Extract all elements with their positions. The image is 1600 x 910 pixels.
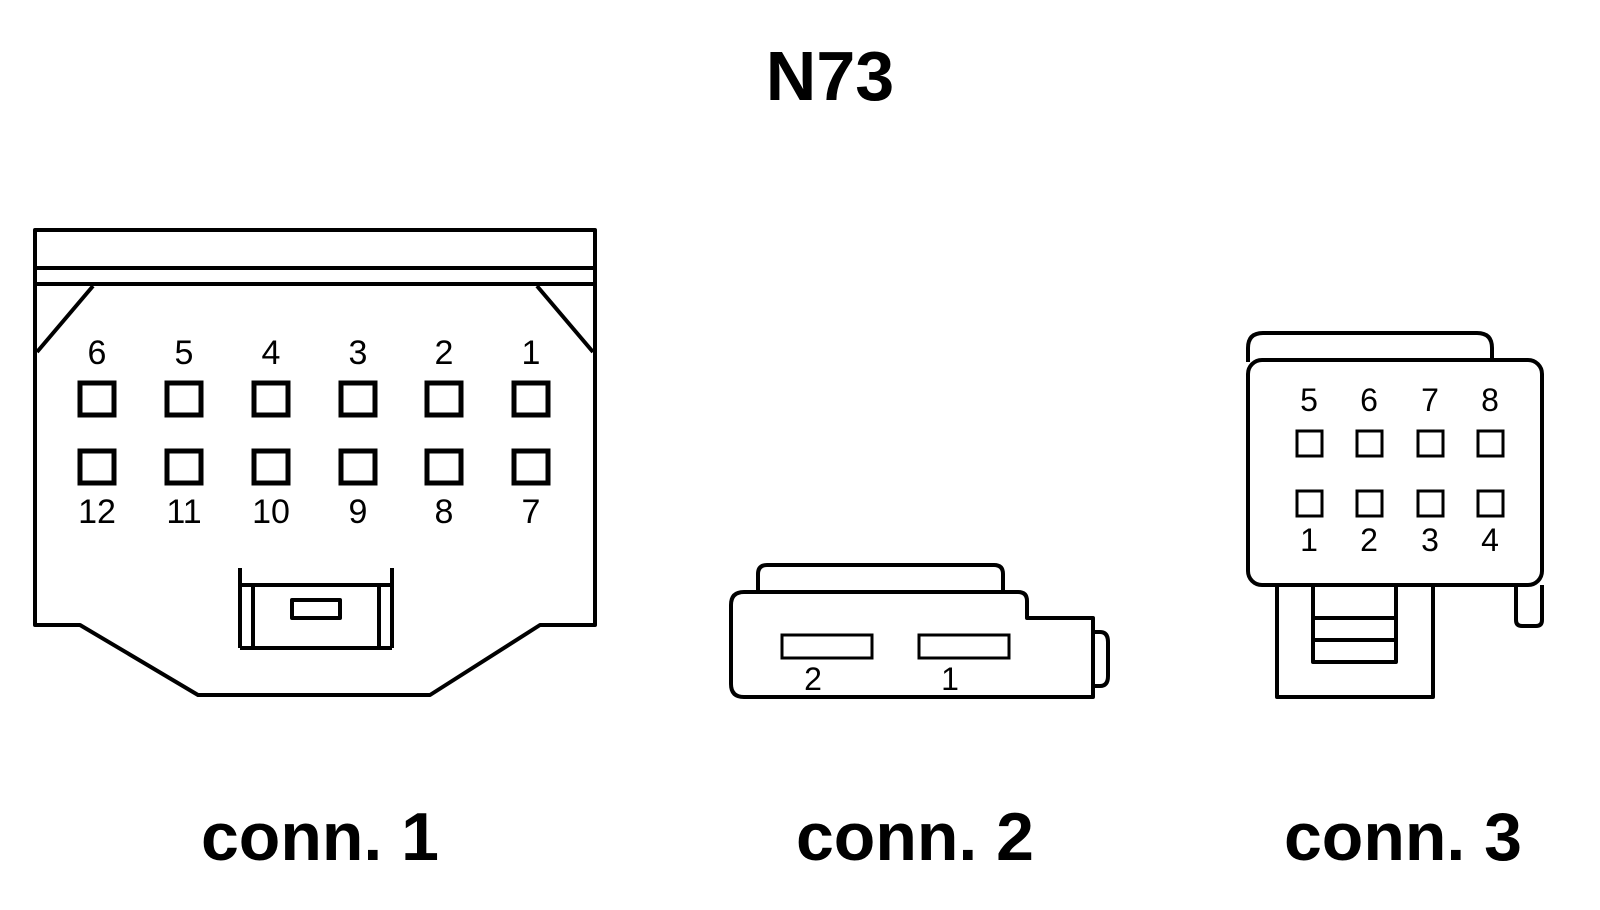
connector-2-cap bbox=[756, 563, 1005, 592]
connector-1-latch-body bbox=[240, 583, 392, 650]
pin-socket bbox=[511, 448, 551, 486]
connector-3-pins: 5 6 7 8 1 2 3 4 bbox=[1295, 382, 1505, 558]
pin-socket bbox=[780, 633, 874, 660]
connector-1-pins: 6 5 4 3 2 1 12 11 10 9 8 7 bbox=[77, 334, 551, 531]
pin-socket bbox=[1416, 489, 1445, 518]
pin-number: 10 bbox=[252, 493, 290, 531]
pin-socket bbox=[424, 380, 464, 418]
pin-number: 3 bbox=[1421, 522, 1439, 558]
pin-socket bbox=[917, 633, 1011, 660]
pin-socket bbox=[424, 448, 464, 486]
pin-number: 7 bbox=[522, 493, 541, 531]
connector-1-chamfer-left bbox=[35, 284, 95, 354]
pin-number: 8 bbox=[435, 493, 454, 531]
pin-socket bbox=[1476, 489, 1505, 518]
pin-socket bbox=[1355, 489, 1384, 518]
connector-3-label: conn. 3 bbox=[1284, 799, 1522, 875]
pin-socket bbox=[1295, 429, 1324, 458]
pin-socket bbox=[164, 380, 204, 418]
connector-1-label: conn. 1 bbox=[201, 799, 439, 875]
pin-number: 6 bbox=[1360, 382, 1378, 418]
pin-socket bbox=[251, 448, 291, 486]
pin-socket bbox=[1355, 429, 1384, 458]
connector-1: 6 5 4 3 2 1 12 11 10 9 8 7 conn. 1 bbox=[33, 228, 597, 875]
connector-1-latch-slot bbox=[290, 598, 342, 620]
pin-number: 4 bbox=[262, 334, 281, 372]
pin-socket bbox=[1476, 429, 1505, 458]
pin-number: 8 bbox=[1481, 382, 1499, 418]
connector-3-stem-latch bbox=[1311, 585, 1398, 664]
diagram-title: N73 bbox=[766, 37, 894, 115]
pin-socket bbox=[1295, 489, 1324, 518]
connector-3-release-arm bbox=[1514, 585, 1544, 628]
pin-number: 1 bbox=[941, 661, 959, 697]
pin-socket bbox=[251, 380, 291, 418]
connector-3: 5 6 7 8 1 2 3 4 conn. 3 bbox=[1246, 331, 1544, 875]
pin-socket bbox=[164, 448, 204, 486]
pin-number: 7 bbox=[1421, 382, 1439, 418]
pin-number: 2 bbox=[435, 334, 454, 372]
connector-2-label: conn. 2 bbox=[796, 799, 1034, 875]
pin-number: 3 bbox=[349, 334, 368, 372]
connector-1-chamfer-right bbox=[535, 284, 595, 354]
pin-number: 2 bbox=[1360, 522, 1378, 558]
pin-number: 11 bbox=[166, 493, 201, 531]
pin-socket bbox=[511, 380, 551, 418]
pin-socket bbox=[338, 380, 378, 418]
pin-number: 1 bbox=[1300, 522, 1318, 558]
pin-number: 6 bbox=[88, 334, 107, 372]
connector-3-stem bbox=[1275, 585, 1435, 699]
pin-socket bbox=[77, 448, 117, 486]
pin-number: 12 bbox=[78, 493, 116, 531]
pin-socket bbox=[77, 380, 117, 418]
pin-number: 5 bbox=[175, 334, 194, 372]
pin-number: 9 bbox=[349, 493, 368, 531]
pin-socket bbox=[1416, 429, 1445, 458]
pin-number: 1 bbox=[522, 334, 541, 372]
connector-3-back-plate bbox=[1246, 331, 1494, 362]
connector-2-side-tab bbox=[1093, 630, 1110, 688]
connector-1-housing bbox=[33, 228, 597, 697]
pin-number: 2 bbox=[804, 661, 822, 697]
pin-socket bbox=[338, 448, 378, 486]
pin-number: 5 bbox=[1300, 382, 1318, 418]
pin-number: 4 bbox=[1481, 522, 1499, 558]
connector-2-housing bbox=[729, 590, 1095, 699]
